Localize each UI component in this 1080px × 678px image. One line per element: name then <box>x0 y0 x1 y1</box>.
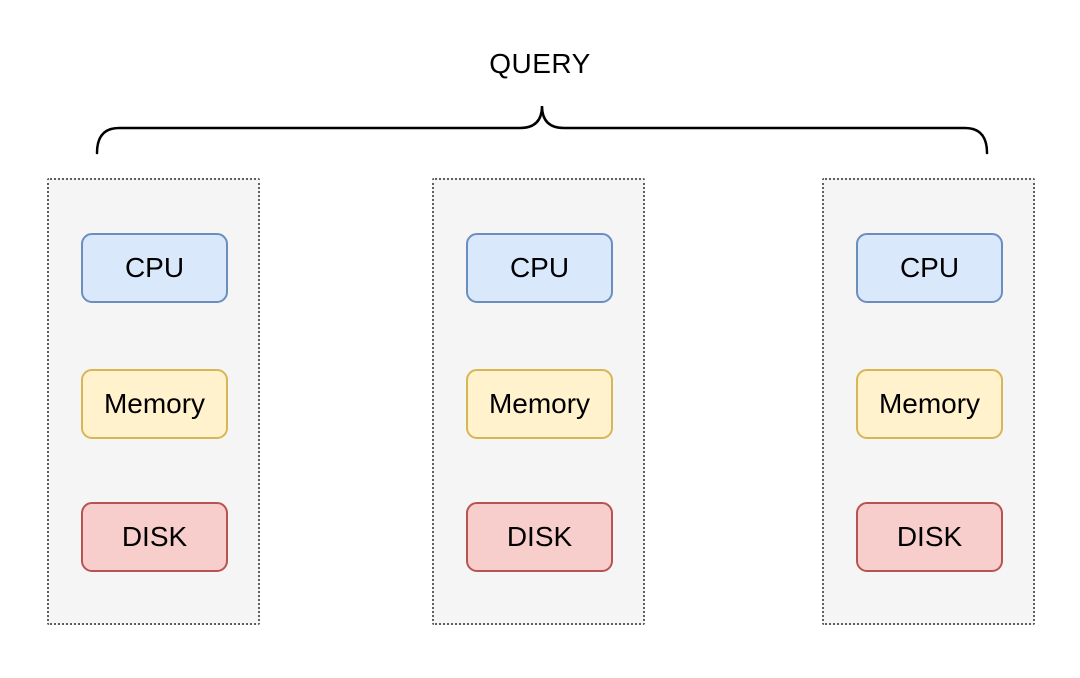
memory-box: Memory <box>81 369 228 439</box>
query-title: QUERY <box>489 48 591 79</box>
server-node-1: CPU Memory DISK <box>47 178 260 625</box>
memory-label: Memory <box>488 388 591 419</box>
disk-label: DISK <box>506 521 573 552</box>
disk-label: DISK <box>896 521 963 552</box>
server-node-2: CPU Memory DISK <box>432 178 645 625</box>
disk-box: DISK <box>466 502 613 572</box>
cpu-label: CPU <box>124 252 185 283</box>
memory-box: Memory <box>466 369 613 439</box>
disk-box: DISK <box>856 502 1003 572</box>
memory-label: Memory <box>878 388 981 419</box>
cpu-label: CPU <box>899 252 960 283</box>
cpu-box: CPU <box>466 233 613 303</box>
server-node-3: CPU Memory DISK <box>822 178 1035 625</box>
memory-label: Memory <box>103 388 206 419</box>
disk-box: DISK <box>81 502 228 572</box>
cpu-box: CPU <box>856 233 1003 303</box>
cpu-box: CPU <box>81 233 228 303</box>
cpu-label: CPU <box>509 252 570 283</box>
disk-label: DISK <box>121 521 188 552</box>
memory-box: Memory <box>856 369 1003 439</box>
curly-brace-connector <box>95 105 989 155</box>
